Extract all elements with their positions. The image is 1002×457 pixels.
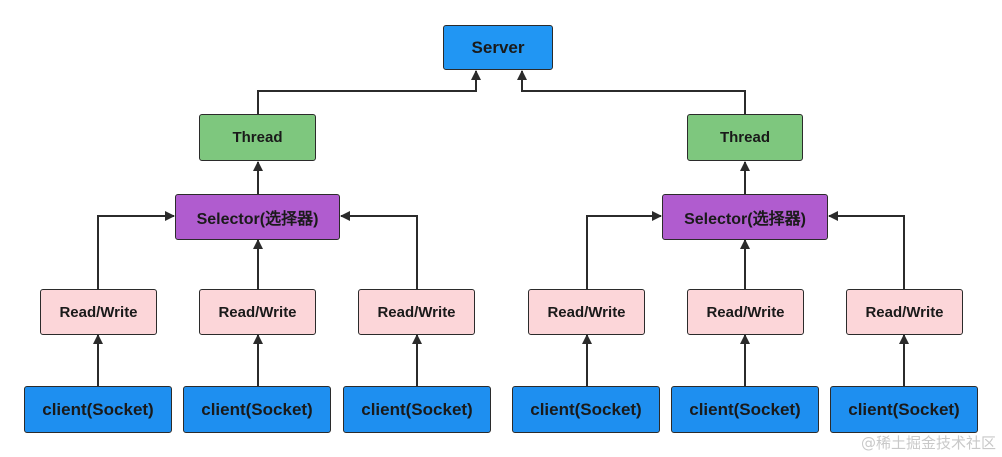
- read-write-node-6: Read/Write: [846, 289, 963, 335]
- client-socket-node-3: client(Socket): [343, 386, 491, 433]
- arrow-rw-6-to-selector: [828, 211, 905, 289]
- arrow-thread-right-to-server: [517, 70, 746, 114]
- watermark-text: @稀土掘金技术社区: [860, 434, 996, 452]
- arrow-thread-left-to-server: [257, 70, 481, 114]
- thread-node-left: Thread: [199, 114, 316, 161]
- thread-node-right: Thread: [687, 114, 803, 161]
- arrow-rw-1-to-selector: [97, 211, 175, 289]
- server-node: Server: [443, 25, 553, 70]
- read-write-node-3: Read/Write: [358, 289, 475, 335]
- arrow-rw-3-to-selector: [340, 211, 418, 289]
- selector-node-left: Selector(选择器): [175, 194, 340, 240]
- client-socket-node-6: client(Socket): [830, 386, 978, 433]
- read-write-node-5: Read/Write: [687, 289, 804, 335]
- client-socket-node-1: client(Socket): [24, 386, 172, 433]
- client-socket-node-2: client(Socket): [183, 386, 331, 433]
- read-write-node-4: Read/Write: [528, 289, 645, 335]
- client-socket-node-5: client(Socket): [671, 386, 819, 433]
- client-socket-node-4: client(Socket): [512, 386, 660, 433]
- selector-node-right: Selector(选择器): [662, 194, 828, 240]
- arrow-rw-4-to-selector: [586, 211, 662, 289]
- read-write-node-2: Read/Write: [199, 289, 316, 335]
- read-write-node-1: Read/Write: [40, 289, 157, 335]
